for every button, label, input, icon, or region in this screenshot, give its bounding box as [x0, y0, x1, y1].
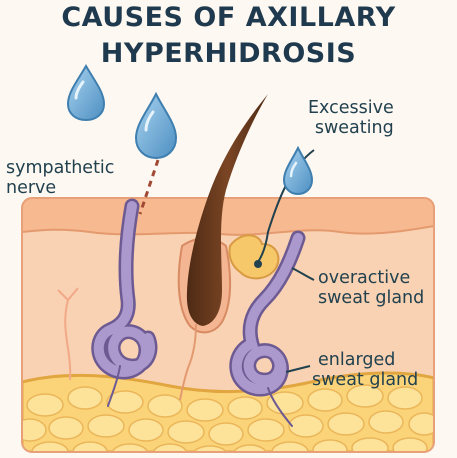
label-line: sympathetic [6, 158, 115, 178]
title-line-2: HYPERHIDROSIS [100, 38, 357, 69]
title-line-1: CAUSES OF AXILLARY [61, 2, 396, 33]
label-line: sweat gland [312, 370, 419, 390]
epidermis-layer [22, 198, 434, 235]
capillary-left [57, 287, 79, 381]
label-line: overactive [318, 268, 411, 288]
droplet-icon-3 [282, 145, 314, 196]
label-line: nerve [6, 178, 57, 198]
label-line: enlarged [318, 350, 396, 370]
droplet-icon-1 [66, 63, 106, 122]
label-line: sweat gland [318, 288, 425, 308]
sweat-gland-left [91, 198, 158, 407]
leader-overactive [291, 267, 315, 281]
label-line: Excessive [308, 98, 394, 118]
droplet-icon-2 [134, 91, 178, 160]
sweat-droplets [66, 63, 314, 196]
label-enlarged-sweat-gland: enlarged sweat gland [312, 350, 418, 390]
label-line: sweating [314, 118, 394, 138]
leader-enlarged [285, 365, 311, 373]
label-excessive-sweating: Excessive sweating [296, 98, 394, 138]
label-overactive-sweat-gland: overactive sweat gland [318, 268, 424, 308]
sympathetic-nerve-line [138, 159, 160, 215]
label-sympathetic-nerve: sympathetic nerve [6, 158, 114, 198]
skin-block [22, 198, 434, 452]
sweat-gland-right-overactive [229, 230, 306, 427]
hair-shaft [186, 94, 268, 326]
